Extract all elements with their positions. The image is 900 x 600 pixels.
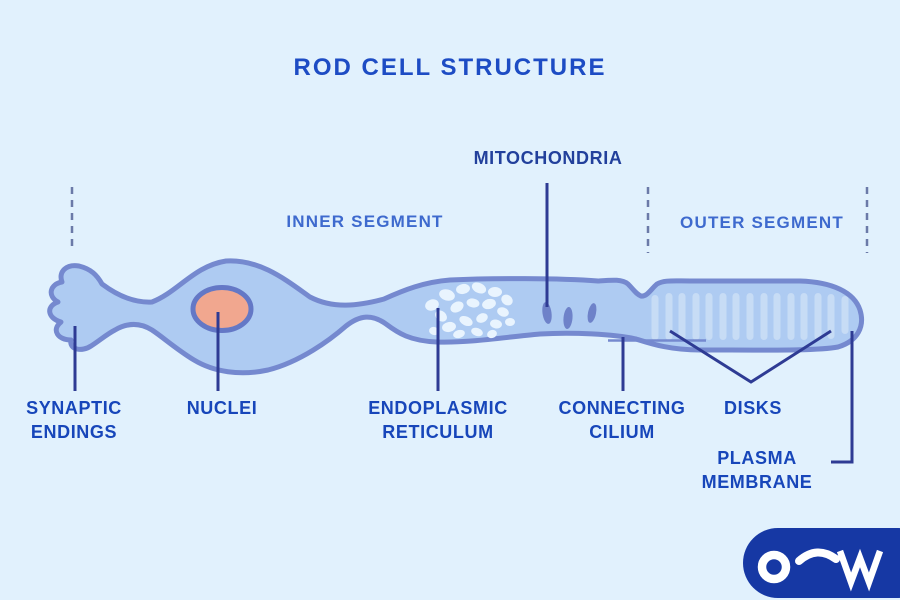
- brand-logo: [743, 528, 900, 598]
- inner-segment-label: INNER SEGMENT: [286, 212, 444, 231]
- o-arc-w-logo-icon: [757, 548, 884, 592]
- leader-lines: [73, 183, 854, 464]
- mitochondria-label: MITOCHONDRIA: [473, 148, 623, 168]
- leader-plasma-membrane: [831, 331, 854, 464]
- disks-label: DISKS: [723, 398, 783, 418]
- nucleus: [190, 285, 254, 333]
- nuclei-label: NUCLEI: [186, 398, 258, 418]
- leader-disks: [669, 329, 832, 384]
- connecting-cilium-label: CONNECTING CILIUM: [558, 398, 686, 442]
- synaptic-endings-label: SYNAPTIC ENDINGS: [26, 398, 122, 442]
- segment-boundary-dashes: [70, 187, 869, 253]
- disk-stripes: [651, 293, 849, 340]
- mitochondria-shapes: [542, 302, 597, 329]
- outer-segment-label: OUTER SEGMENT: [680, 213, 844, 232]
- rod-cell-body: [47, 258, 864, 376]
- endoplasmic-reticulum-label: ENDOPLASMIC RETICULUM: [368, 398, 508, 442]
- plasma-membrane-label: PLASMA MEMBRANE: [701, 448, 813, 492]
- page-title: ROD CELL STRUCTURE: [293, 54, 607, 81]
